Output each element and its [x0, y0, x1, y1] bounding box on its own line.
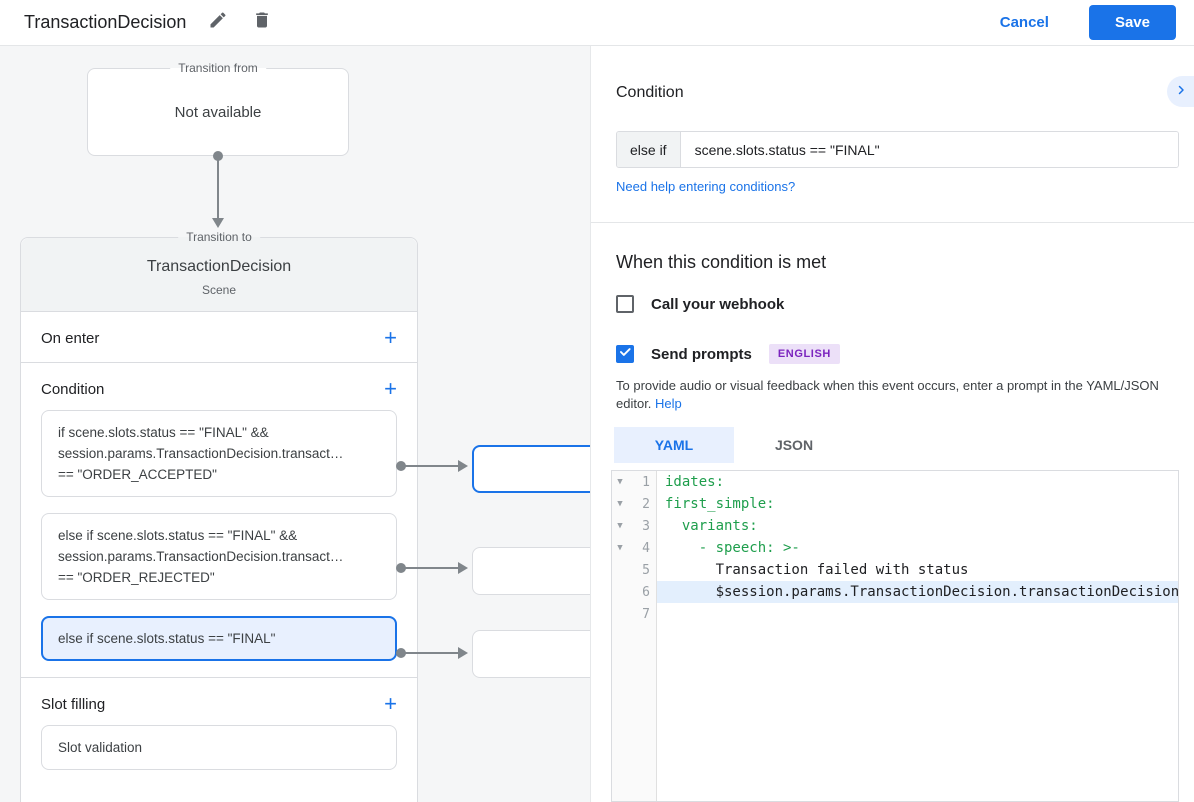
connector-line [404, 567, 458, 569]
add-condition-icon[interactable]: + [384, 376, 397, 401]
slot-filling-section-header: Slot filling + [21, 678, 417, 725]
webhook-checkbox-row: Call your webhook [616, 295, 784, 313]
section-divider [21, 677, 417, 678]
connector-dot [396, 461, 406, 471]
tab-yaml[interactable]: YAML [614, 427, 734, 463]
condition-card-final-selected[interactable]: else if scene.slots.status == "FINAL" [41, 616, 397, 661]
call-webhook-label: Call your webhook [651, 295, 785, 313]
on-enter-section: On enter + [21, 312, 417, 362]
add-slot-icon[interactable]: + [384, 691, 397, 716]
arrow-right-icon [458, 460, 468, 472]
send-prompts-checkbox-row: Send prompts ENGLISH [616, 344, 840, 364]
help-link[interactable]: Help [655, 396, 682, 411]
slot-filling-label: Slot filling [41, 695, 106, 713]
scene-card: Transition to TransactionDecision Scene … [20, 230, 418, 802]
scene-name: TransactionDecision [146, 258, 292, 275]
when-condition-met-heading: When this condition is met [616, 252, 827, 272]
condition-section-label: Condition [41, 380, 105, 398]
condition-text-line: if scene.slots.status == "FINAL" && [58, 425, 269, 440]
prompt-description: To provide audio or visual feedback when… [616, 377, 1176, 413]
collapse-panel-button[interactable] [1167, 76, 1194, 107]
transition-from-legend: Transition from [170, 61, 266, 75]
panel-title: Condition [616, 84, 684, 101]
delete-scene-button[interactable] [250, 11, 274, 35]
code-line [657, 603, 1178, 625]
condition-prefix-label: else if [617, 132, 681, 167]
code-line: first_simple: [665, 496, 775, 512]
page-title: TransactionDecision [24, 12, 187, 32]
checkmark-icon [618, 345, 632, 364]
condition-text-line: == "ORDER_REJECTED" [58, 570, 215, 585]
condition-text-line: == "ORDER_ACCEPTED" [58, 467, 217, 482]
condition-help-link[interactable]: Need help entering conditions? [616, 179, 796, 194]
condition-expression-field: else if [616, 131, 1179, 168]
fold-arrow-icon[interactable]: ▼ [617, 477, 623, 487]
line-number: 5 [642, 562, 650, 578]
editor-tabs: YAML JSON [614, 427, 854, 463]
prompt-description-text: To provide audio or visual feedback when… [616, 378, 1159, 411]
editor-gutter: ▼ 1 ▼ 2 ▼ 3 ▼ 4 5 6 7 [612, 471, 657, 801]
condition-card-rejected[interactable]: else if scene.slots.status == "FINAL" &&… [41, 513, 397, 600]
connector-dot [396, 563, 406, 573]
edit-title-button[interactable] [206, 11, 230, 35]
code-line-highlighted: $session.params.TransactionDecision.tran… [657, 581, 1178, 603]
connector-dot [396, 648, 406, 658]
section-divider [21, 362, 417, 363]
line-number: 7 [642, 606, 650, 622]
fold-arrow-icon[interactable]: ▼ [617, 499, 623, 509]
connector-line [217, 158, 219, 218]
editor-code-area[interactable]: idates: first_simple: variants: - speech… [657, 471, 1178, 801]
scene-type-label: Scene [201, 283, 237, 297]
line-number: 6 [642, 584, 650, 600]
send-prompts-checkbox[interactable] [616, 345, 634, 363]
line-number: 1 [642, 474, 650, 490]
pencil-icon [208, 10, 228, 35]
send-prompts-label: Send prompts [651, 345, 752, 363]
connector-line [404, 652, 458, 654]
call-webhook-checkbox[interactable] [616, 295, 634, 313]
fold-arrow-icon[interactable]: ▼ [617, 521, 623, 531]
save-button[interactable]: Save [1088, 5, 1176, 40]
connector-line [404, 465, 458, 467]
transition-from-box: Transition from Not available [87, 61, 349, 156]
yaml-editor[interactable]: ▼ 1 ▼ 2 ▼ 3 ▼ 4 5 6 7 idates: first_simple: … [611, 470, 1179, 802]
transition-target-box-final[interactable] [472, 630, 612, 678]
fold-arrow-icon[interactable]: ▼ [617, 543, 623, 553]
condition-text-line: else if scene.slots.status == "FINAL" [58, 631, 276, 646]
arrow-right-icon [458, 562, 468, 574]
tab-json[interactable]: JSON [774, 437, 814, 453]
condition-expression-input[interactable] [680, 132, 1178, 167]
condition-card-accepted[interactable]: if scene.slots.status == "FINAL" && sess… [41, 410, 397, 497]
add-on-enter-icon[interactable]: + [384, 325, 397, 350]
condition-text-line: else if scene.slots.status == "FINAL" && [58, 528, 298, 543]
slot-validation-card[interactable]: Slot validation [41, 725, 397, 770]
connector-dot [213, 151, 223, 161]
arrow-down-icon [212, 218, 224, 228]
code-line: - speech: >- [665, 540, 800, 556]
code-line: variants: [665, 518, 758, 534]
top-bar: TransactionDecision Cancel Save [0, 0, 1194, 46]
trash-icon [252, 10, 272, 35]
condition-detail-panel: Condition else if Need help entering con… [590, 46, 1194, 802]
chevron-right-icon [1175, 84, 1187, 99]
line-number: 4 [642, 540, 650, 556]
condition-section-header: Condition + [21, 363, 417, 410]
scene-card-header: TransactionDecision Scene [21, 238, 417, 312]
panel-divider [591, 222, 1194, 223]
transition-target-box-accepted[interactable] [472, 445, 612, 493]
code-line: Transaction failed with status [665, 562, 969, 578]
cancel-button[interactable]: Cancel [999, 14, 1049, 31]
on-enter-label: On enter [41, 329, 100, 347]
transition-to-legend: Transition to [178, 230, 260, 244]
line-number: 2 [642, 496, 650, 512]
line-number: 3 [642, 518, 650, 534]
transition-from-value: Not available [174, 103, 262, 121]
condition-text-line: session.params.TransactionDecision.trans… [58, 549, 344, 564]
arrow-right-icon [458, 647, 468, 659]
transition-target-box-rejected[interactable] [472, 547, 612, 595]
condition-text-line: session.params.TransactionDecision.trans… [58, 446, 344, 461]
code-line: idates: [665, 474, 725, 490]
language-badge: ENGLISH [768, 344, 840, 364]
